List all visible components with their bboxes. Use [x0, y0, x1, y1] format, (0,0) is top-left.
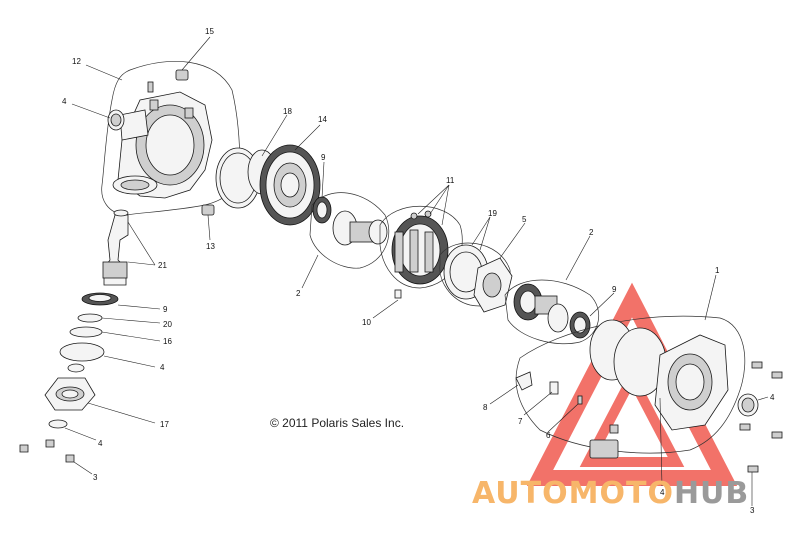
bracket-8 — [515, 371, 533, 391]
callout-4: 4 — [660, 488, 665, 497]
callout-19: 19 — [488, 209, 497, 218]
bolts-3-left — [19, 439, 75, 463]
callout-4: 4 — [98, 439, 103, 448]
ring-16 — [69, 326, 103, 338]
cover-17 — [44, 377, 96, 411]
callout-8: 8 — [483, 403, 488, 412]
callout-9: 9 — [163, 305, 168, 314]
callout-labels: 15 12 4 18 14 9 11 13 21 19 5 2 2 1 9 9 … — [62, 27, 775, 515]
callout-12: 12 — [72, 57, 81, 66]
callout-21: 21 — [158, 261, 167, 270]
callout-13: 13 — [206, 242, 215, 251]
callout-20: 20 — [163, 320, 172, 329]
callout-5: 5 — [522, 215, 527, 224]
bolts-3-right — [739, 361, 783, 473]
leader-lines — [64, 36, 769, 506]
callout-4: 4 — [62, 97, 67, 106]
callout-9: 9 — [321, 153, 326, 162]
housing-assembly — [101, 61, 241, 216]
watermark-auto: AUTOMOTOHUB — [472, 476, 749, 511]
dowel-10 — [394, 289, 402, 299]
ring-gear-14 — [259, 144, 321, 226]
washer-4-bottom — [48, 419, 68, 429]
callout-14: 14 — [318, 115, 327, 124]
callout-18: 18 — [283, 107, 292, 116]
bearing-9-left — [81, 292, 119, 306]
seal-small-left — [67, 363, 85, 373]
ring-20 — [77, 313, 103, 323]
cover-assembly-1 — [515, 315, 759, 459]
callout-15: 15 — [205, 27, 214, 36]
callout-16: 16 — [163, 337, 172, 346]
callout-4: 4 — [160, 363, 165, 372]
callout-1: 1 — [715, 266, 720, 275]
watermark-logo-text: AUTOMOTOHUB — [472, 476, 749, 511]
callout-3: 3 — [93, 473, 98, 482]
callout-2: 2 — [589, 228, 594, 237]
callout-10: 10 — [362, 318, 371, 327]
inner-assembly-group — [309, 192, 390, 269]
callout-9: 9 — [612, 285, 617, 294]
callout-7: 7 — [518, 417, 523, 426]
callout-2: 2 — [296, 289, 301, 298]
copyright-notice: © 2011 Polaris Sales Inc. — [270, 416, 404, 430]
pin-7 — [549, 381, 559, 395]
callout-11: 11 — [446, 176, 455, 185]
screw-6 — [577, 395, 583, 405]
output-hub-group — [504, 279, 599, 345]
roller-cage-group — [379, 206, 463, 289]
callout-17: 17 — [160, 420, 169, 429]
callout-6: 6 — [546, 431, 551, 440]
callout-4: 4 — [770, 393, 775, 402]
pinion-shaft — [102, 209, 129, 286]
callout-3: 3 — [750, 506, 755, 515]
oring-4-left — [59, 342, 105, 362]
plate-5 — [473, 257, 513, 313]
